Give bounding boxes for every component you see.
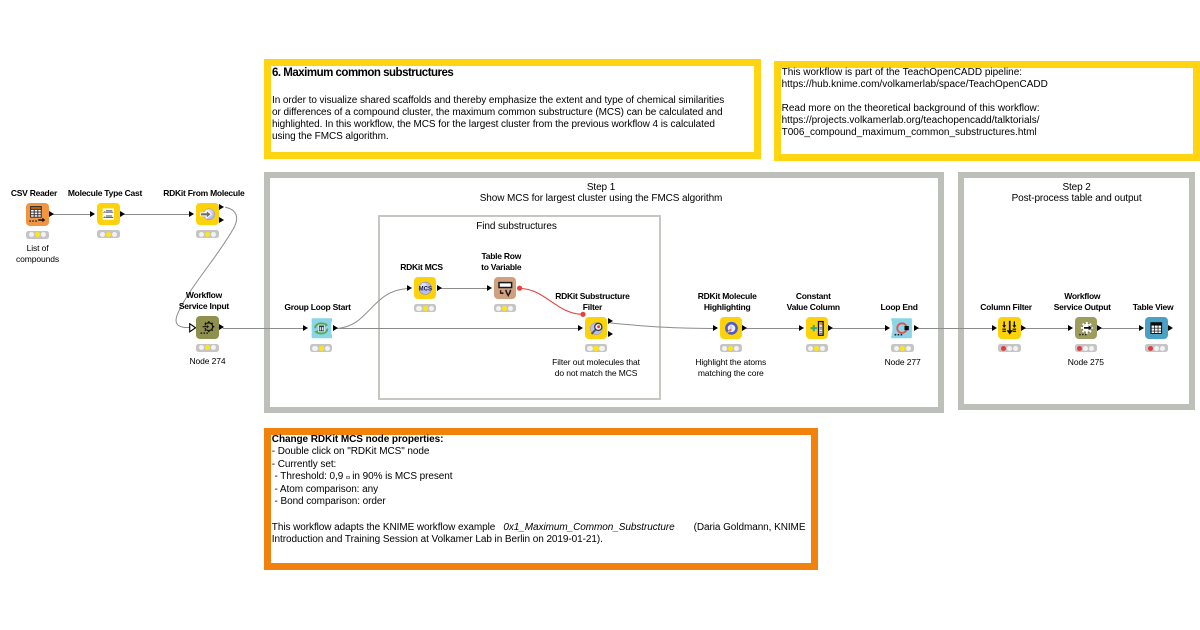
svg-text:MCS: MCS xyxy=(419,286,432,292)
